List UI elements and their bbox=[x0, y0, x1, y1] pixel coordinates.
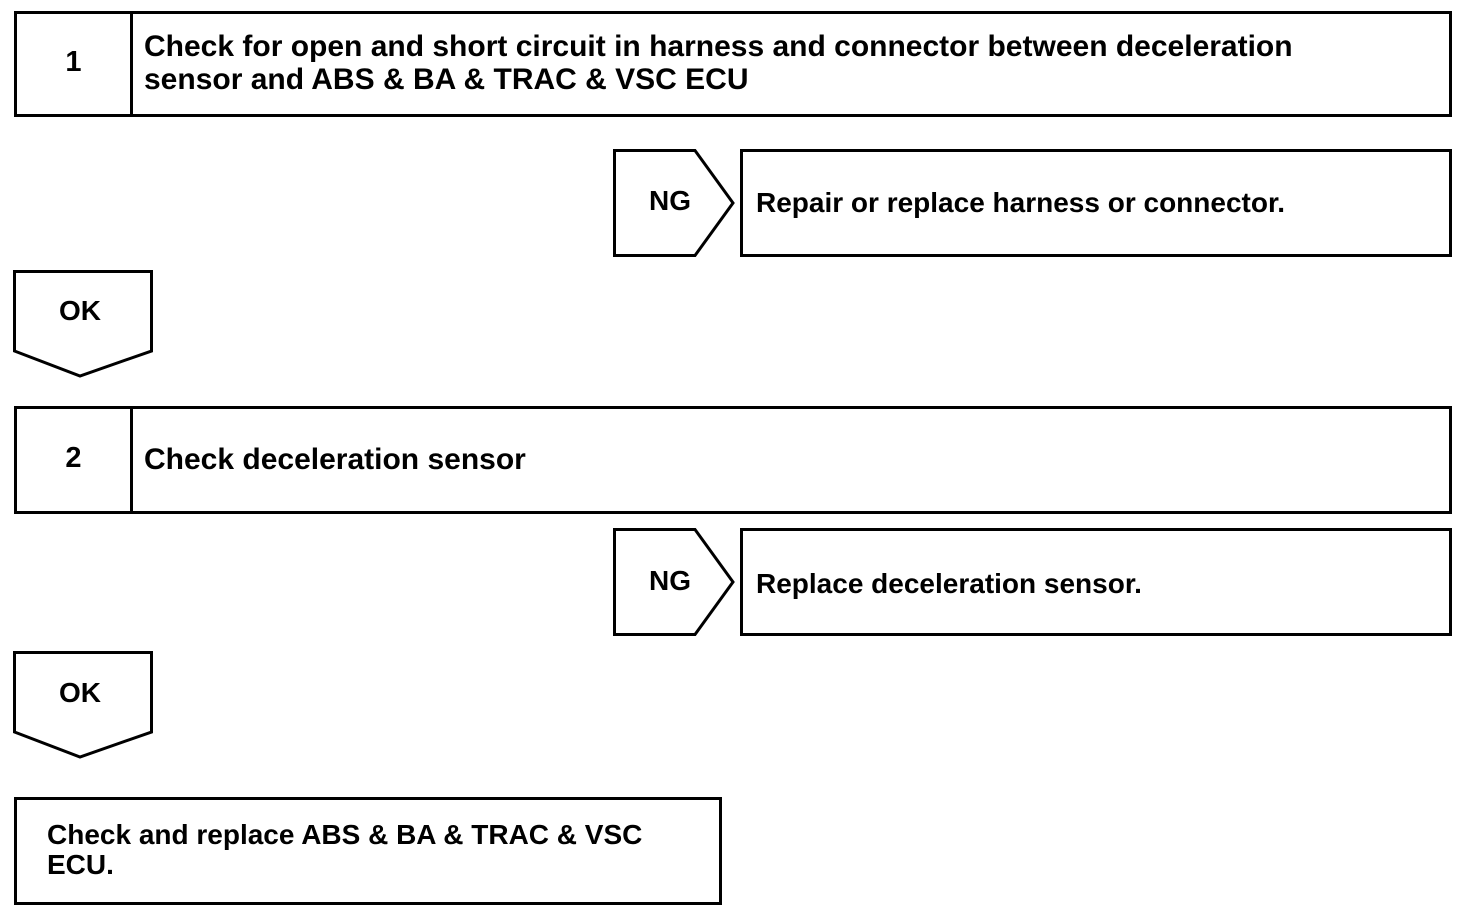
ok-arrow-1 bbox=[13, 270, 153, 378]
ng-result-2-box: Replace deceleration sensor. bbox=[740, 528, 1452, 636]
ng-result-1-box: Repair or replace harness or connector. bbox=[740, 149, 1452, 257]
final-action-line2: ECU. bbox=[47, 849, 114, 880]
step-2-box: 2 Check deceleration sensor bbox=[14, 406, 1452, 514]
ng-label-2: NG bbox=[649, 565, 691, 596]
ng-label-1: NG bbox=[649, 185, 691, 216]
step-1-box: 1 Check for open and short circuit in ha… bbox=[14, 11, 1452, 117]
ok-arrow-2 bbox=[13, 651, 153, 759]
step-1-text-line1: Check for open and short circuit in harn… bbox=[144, 30, 1293, 63]
ng-arrow-1 bbox=[613, 149, 735, 257]
final-action-line1: Check and replace ABS & BA & TRAC & VSC bbox=[47, 819, 643, 850]
ng-result-2-text: Replace deceleration sensor. bbox=[756, 568, 1142, 599]
ok-label-2: OK bbox=[59, 677, 101, 708]
step-1-text: Check for open and short circuit in harn… bbox=[144, 30, 1437, 96]
final-action-box: Check and replace ABS & BA & TRAC & VSC … bbox=[14, 797, 722, 905]
final-action-text: Check and replace ABS & BA & TRAC & VSC … bbox=[47, 820, 642, 880]
step-2-text-line1: Check deceleration sensor bbox=[144, 443, 526, 476]
step-1-number: 1 bbox=[17, 14, 133, 114]
step-1-text-line2: sensor and ABS & BA & TRAC & VSC ECU bbox=[144, 63, 749, 96]
step-2-number: 2 bbox=[17, 409, 133, 511]
ng-arrow-2 bbox=[613, 528, 735, 636]
ng-result-1-text: Repair or replace harness or connector. bbox=[756, 187, 1286, 218]
ok-label-1: OK bbox=[59, 295, 101, 326]
step-2-text: Check deceleration sensor bbox=[144, 443, 1437, 476]
